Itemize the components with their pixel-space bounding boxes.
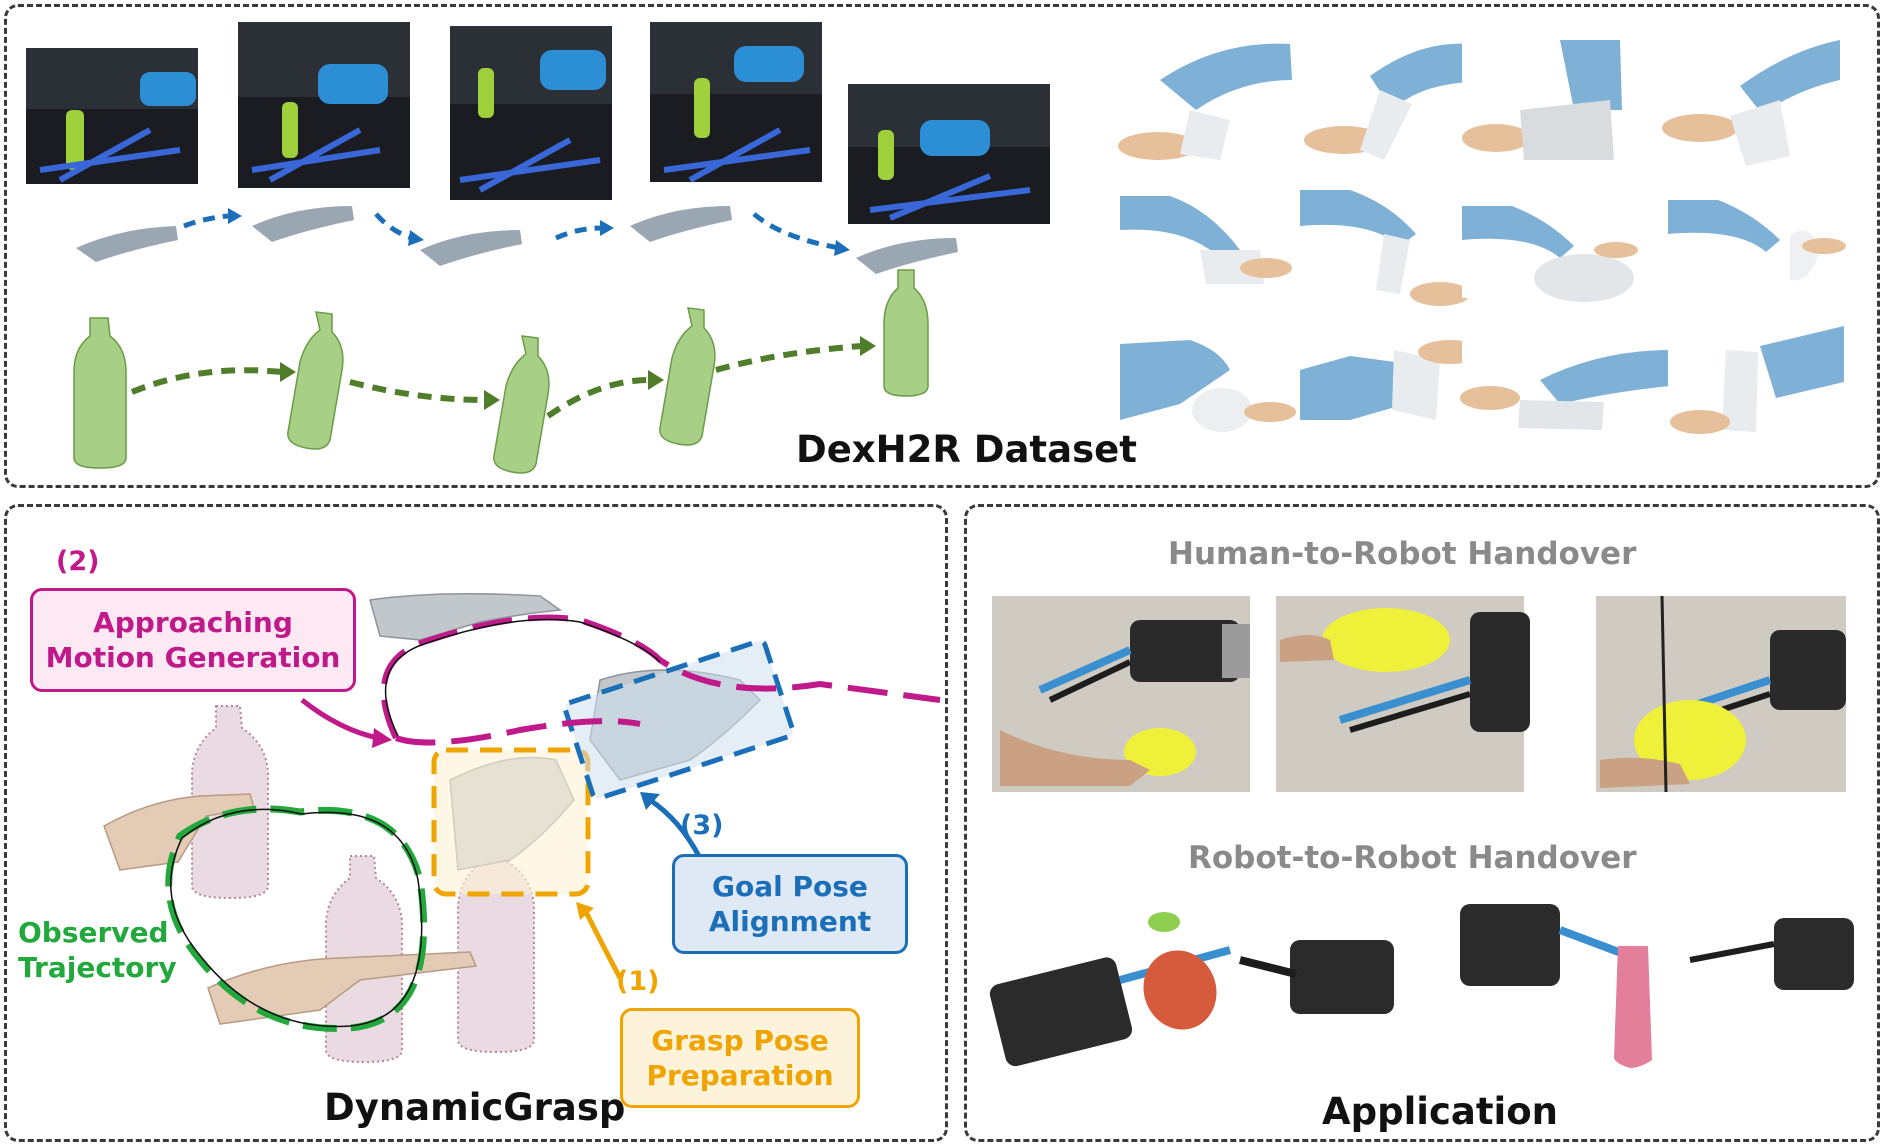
render-tile	[1118, 36, 1296, 166]
render-tile	[1462, 186, 1638, 302]
hand-sequence	[76, 206, 958, 274]
hand-sequence-arrows	[183, 212, 841, 251]
arrow-grasp	[581, 906, 623, 980]
arrow-approaching	[300, 698, 379, 741]
application-title: Application	[1322, 1090, 1559, 1133]
dynamicgrasp-title: DynamicGrasp	[324, 1086, 626, 1129]
dataset-panel	[4, 4, 1880, 488]
render-tile	[1300, 186, 1476, 306]
h2r-subtitle: Human-to-Robot Handover	[1168, 536, 1637, 572]
arrow-goal-head	[640, 792, 660, 810]
step-1-label: (1)	[616, 966, 660, 997]
frame-decor	[39, 46, 1031, 221]
application-panel	[964, 504, 1880, 1142]
arrow-approaching-head	[372, 728, 392, 748]
dataset-title: DexH2R Dataset	[796, 428, 1137, 471]
approaching-trajectory	[380, 614, 941, 740]
render-tile	[1668, 186, 1846, 298]
observed-trajectory	[165, 805, 428, 1032]
grasp-pose-box: Grasp Pose Preparation	[620, 1008, 860, 1108]
arrow-goal	[648, 797, 703, 860]
render-tile	[1662, 36, 1844, 166]
r2r-subtitle: Robot-to-Robot Handover	[1188, 840, 1637, 876]
render-tile	[1668, 326, 1844, 440]
r2r-photo-1	[989, 912, 1394, 1067]
render-tile	[1460, 330, 1670, 440]
approaching-motion-box: Approaching Motion Generation	[30, 588, 356, 692]
step-3-label: (3)	[680, 810, 724, 841]
render-tile	[1300, 36, 1476, 166]
hand-arrowheads	[228, 208, 850, 256]
bottle-arrowheads	[280, 336, 876, 410]
dg-human-hands	[103, 793, 478, 1025]
render-tile	[1120, 186, 1296, 298]
render-tile	[1462, 36, 1638, 166]
r2r-photo-2	[1460, 904, 1854, 1068]
dynamicgrasp-panel	[4, 504, 948, 1142]
bottle-sequence	[73, 269, 929, 474]
observed-trajectory-label: Observed Trajectory	[18, 916, 177, 984]
goal-region	[562, 638, 796, 801]
approaching-trajectory-2	[395, 718, 641, 746]
observed-trajectory-line	[170, 808, 423, 1028]
grasp-render-grid	[1118, 36, 1846, 440]
render-tile	[1120, 330, 1296, 440]
approaching-trajectory-line	[384, 618, 661, 737]
arrow-grasp-head	[576, 902, 594, 920]
goal-pose-box: Goal Pose Alignment	[672, 854, 908, 954]
step-2-label: (2)	[56, 546, 100, 577]
grasp-region	[431, 747, 591, 897]
h2r-photo-details	[1000, 595, 1846, 793]
bottle-arrows	[130, 343, 863, 419]
